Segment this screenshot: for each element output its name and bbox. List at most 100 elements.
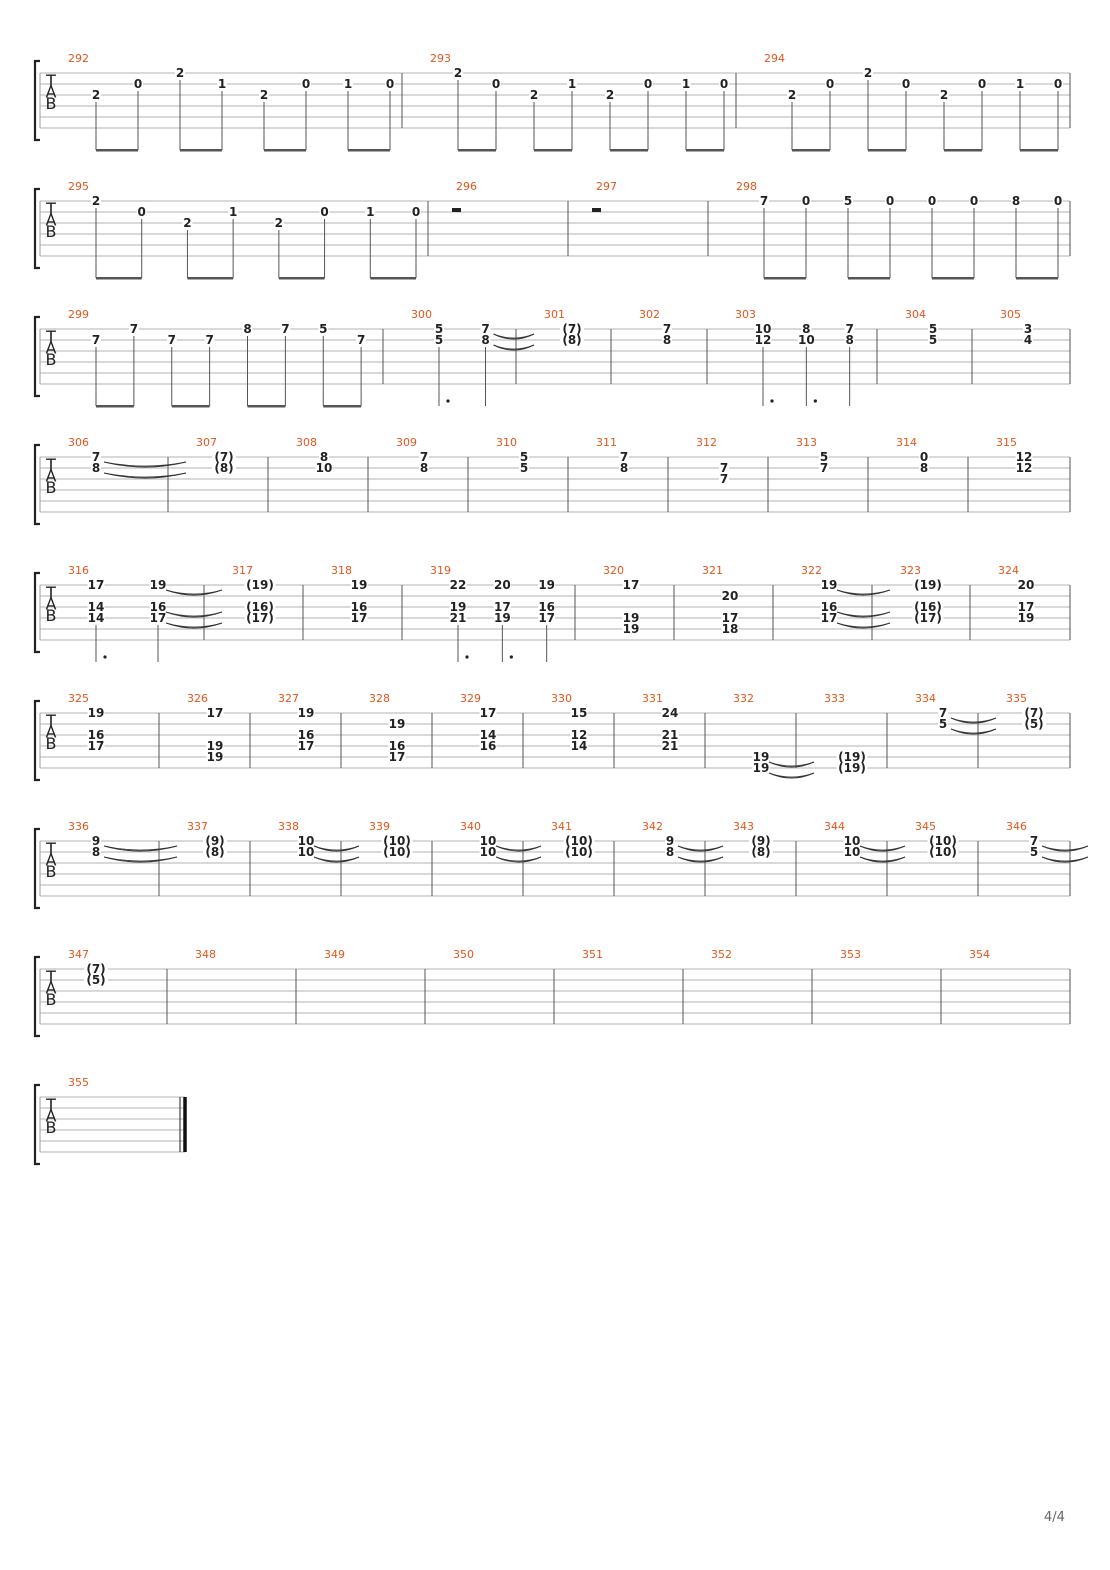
note-mask <box>91 463 101 473</box>
note-mask <box>819 463 829 473</box>
measure-number: 297 <box>596 180 617 193</box>
fret-number: 5 <box>939 717 947 731</box>
fret-number: 17 <box>298 739 315 753</box>
note-mask <box>719 463 729 473</box>
fret-number: 7 <box>760 194 768 208</box>
note-mask <box>519 463 529 473</box>
fret-number: 19 <box>1018 611 1035 625</box>
fret-number: (16) <box>914 600 942 614</box>
fret-number: 7 <box>620 450 628 464</box>
tie-arc-inner <box>313 856 360 862</box>
beam <box>944 149 982 152</box>
beam <box>458 149 496 152</box>
fret-number: 20 <box>722 589 739 603</box>
note-mask <box>206 708 224 718</box>
rhythm-dot <box>465 655 469 659</box>
note-mask <box>1017 613 1035 623</box>
fret-number: (10) <box>565 834 593 848</box>
note-mask <box>381 836 413 846</box>
tie-arc-inner <box>165 611 223 617</box>
tab-clef-letter: T <box>45 71 56 90</box>
note-mask <box>449 580 467 590</box>
fret-number: 16 <box>480 739 497 753</box>
note-mask <box>754 324 772 334</box>
fret-number: 12 <box>755 333 772 347</box>
fret-number: 2 <box>92 88 100 102</box>
fret-number: (19) <box>838 761 866 775</box>
tie-arc-inner <box>103 472 187 478</box>
note-mask <box>927 847 959 857</box>
beam <box>792 149 830 152</box>
fret-number: 0 <box>1054 77 1062 91</box>
note-mask <box>385 79 395 89</box>
fret-number: 7 <box>720 461 728 475</box>
fret-number: 17 <box>480 706 497 720</box>
note-mask <box>901 79 911 89</box>
fret-number: (7) <box>86 962 105 976</box>
note-mask <box>244 602 276 612</box>
measure-number: 350 <box>453 948 474 961</box>
note-mask <box>1015 452 1033 462</box>
page-number: 4/4 <box>1044 1510 1065 1525</box>
fret-number: 7 <box>481 322 489 336</box>
note-mask <box>844 324 855 334</box>
note-mask <box>1022 708 1046 718</box>
fret-number: 17 <box>88 739 105 753</box>
tab-clef-letter: A <box>46 467 57 486</box>
note-mask <box>203 836 227 846</box>
measure-number: 313 <box>796 436 817 449</box>
fret-number: (5) <box>1024 717 1043 731</box>
tie-arc-inner <box>836 611 891 617</box>
tie-arc-inner <box>495 856 542 862</box>
note-mask <box>128 324 139 334</box>
note-mask <box>661 741 679 751</box>
fret-number: 24 <box>662 706 679 720</box>
fret-number: 21 <box>450 611 467 625</box>
fret-number: (8) <box>205 845 224 859</box>
note-mask <box>721 613 739 623</box>
fret-number: 8 <box>92 461 100 475</box>
fret-number: 1 <box>344 77 352 91</box>
fret-number: 7 <box>168 333 176 347</box>
tie-arc-inner <box>165 622 223 628</box>
fret-number: (10) <box>929 834 957 848</box>
measure-number: 340 <box>460 820 481 833</box>
tab-system: TAB30678307(7)(8)30881030978310553117831… <box>33 436 1071 526</box>
note-mask <box>797 335 815 345</box>
fret-number: 17 <box>1018 600 1035 614</box>
note-mask <box>493 613 511 623</box>
note-mask <box>529 90 539 100</box>
fret-number: 1 <box>1016 77 1024 91</box>
note-mask <box>493 602 511 612</box>
beam <box>96 405 134 408</box>
measure-number: 338 <box>278 820 299 833</box>
fret-number: (10) <box>383 845 411 859</box>
note-mask <box>356 335 367 345</box>
note-mask <box>259 90 269 100</box>
note-mask <box>480 335 491 345</box>
tie-arc-inner <box>859 856 906 862</box>
fret-number: 10 <box>844 834 861 848</box>
fret-number: 0 <box>134 77 142 91</box>
measure-number: 301 <box>544 308 565 321</box>
beam <box>171 405 210 408</box>
fret-number: 0 <box>970 194 978 208</box>
measure-number: 317 <box>232 564 253 577</box>
note-mask <box>350 580 368 590</box>
fret-number: 19 <box>753 761 770 775</box>
fret-number: 22 <box>450 578 467 592</box>
note-mask <box>434 335 444 345</box>
fret-number: 8 <box>1012 194 1020 208</box>
note-mask <box>91 452 101 462</box>
fret-number: 10 <box>844 845 861 859</box>
fret-number: (17) <box>246 611 274 625</box>
note-mask <box>204 335 215 345</box>
fret-number: 1 <box>568 77 576 91</box>
fret-number: 2 <box>530 88 538 102</box>
fret-number: 21 <box>662 739 679 753</box>
note-mask <box>661 730 679 740</box>
note-mask <box>480 324 491 334</box>
